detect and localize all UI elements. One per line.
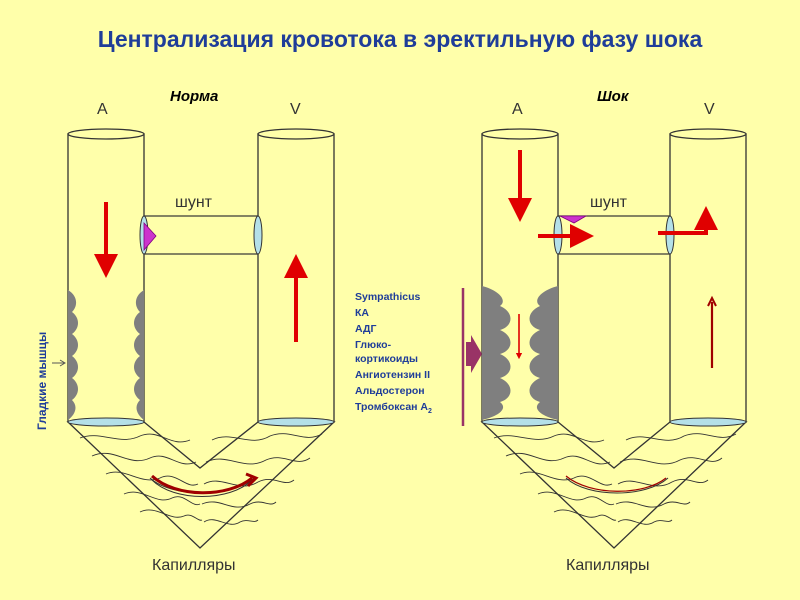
factor-item: Глюко- bbox=[355, 339, 392, 351]
shock-shunt: шунт bbox=[553, 194, 675, 255]
normal-vein-end bbox=[257, 417, 335, 427]
normal-capillary-bed bbox=[66, 421, 336, 549]
shock-artery-label: А bbox=[512, 101, 523, 118]
factor-item: АДГ bbox=[355, 323, 376, 335]
normal-capillaries-label: Капилляры bbox=[152, 557, 236, 574]
shock-smooth-muscle-right bbox=[529, 286, 558, 420]
shock-shunt-out-arrow bbox=[658, 206, 718, 235]
factor-item: Тромбоксан А2 bbox=[355, 401, 432, 415]
factor-item: кортикоиды bbox=[355, 353, 418, 365]
normal-shunt-valve-icon bbox=[143, 221, 157, 252]
shock-artery-end bbox=[481, 417, 559, 427]
shock-panel: Шок А V bbox=[355, 88, 748, 574]
shock-vein-end bbox=[669, 417, 747, 427]
slide-title: Централизация кровотока в эректильную фа… bbox=[97, 26, 703, 52]
normal-heading: Норма bbox=[170, 88, 218, 105]
smooth-muscle-label: Гладкие мышцы bbox=[35, 332, 49, 430]
shock-smooth-muscle-left bbox=[482, 286, 511, 420]
factor-item: Ангиотензин II bbox=[355, 369, 430, 381]
normal-shunt: шунт bbox=[139, 194, 263, 255]
normal-shunt-label: шунт bbox=[175, 194, 213, 211]
shock-capillaries-label: Капилляры bbox=[566, 557, 650, 574]
normal-artery bbox=[67, 128, 145, 427]
normal-panel: Норма А V bbox=[35, 88, 336, 574]
shock-capillary-bed bbox=[480, 421, 748, 549]
shock-vein bbox=[669, 128, 747, 427]
normal-capillary-flow-arrow bbox=[150, 474, 253, 495]
factor-item-text: Тромбоксан А bbox=[355, 401, 428, 413]
shock-factors-list: Sympathicus КА АДГ Глюко- кортикоиды Анг… bbox=[355, 291, 432, 415]
shock-shunt-label: шунт bbox=[590, 194, 628, 211]
factor-item: КА bbox=[355, 307, 369, 319]
normal-artery-label: А bbox=[97, 101, 108, 118]
shock-factors-arrow-icon bbox=[466, 335, 482, 373]
shock-shunt-valve-icon bbox=[559, 215, 588, 224]
factor-item: Sympathicus bbox=[355, 291, 421, 303]
normal-artery-end bbox=[67, 417, 145, 427]
shock-capillary-flow-line bbox=[565, 475, 667, 492]
shock-vein-label: V bbox=[704, 101, 715, 118]
normal-vein-label: V bbox=[290, 101, 301, 118]
factor-item-subscript: 2 bbox=[428, 408, 432, 415]
shock-heading: Шок bbox=[597, 88, 630, 105]
factor-item: Альдостерон bbox=[355, 385, 425, 397]
normal-smooth-muscle-right bbox=[134, 290, 144, 420]
normal-smooth-muscle-left bbox=[68, 290, 78, 420]
